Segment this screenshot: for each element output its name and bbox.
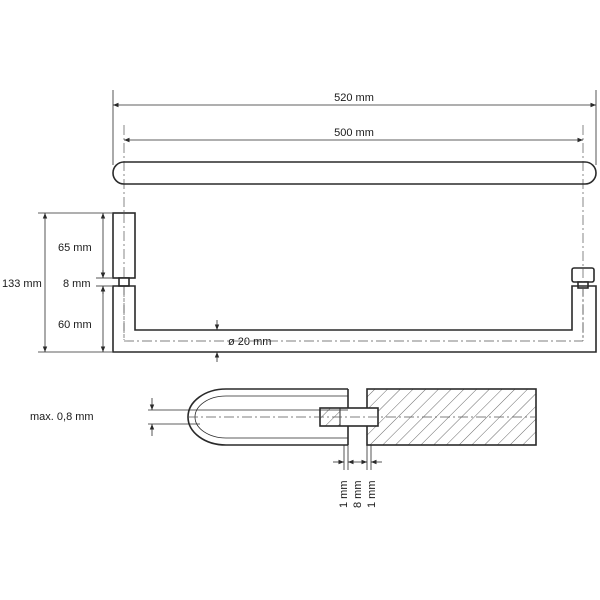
center-distance-label: 500 mm (334, 127, 374, 139)
rail-bar-top-view (112, 161, 597, 185)
tolerance-label: max. 0,8 mm (30, 411, 94, 423)
side-view: 133 mm 65 mm 8 mm 60 mm ø 20 mm (2, 212, 597, 362)
detail-label-a: 1 mm (338, 481, 350, 509)
detail-label-c: 1 mm (366, 481, 378, 509)
total-height-label: 133 mm (2, 278, 42, 290)
upper-post-label: 65 mm (58, 242, 92, 254)
detail-view: max. 0,8 mm 1 mm 8 mm 1 mm (30, 388, 537, 509)
u-shaped-rail (112, 285, 597, 353)
top-view: 520 mm 500 mm (112, 90, 597, 340)
overall-length-label: 520 mm (334, 92, 374, 104)
lower-leg-label: 60 mm (58, 319, 92, 331)
detail-label-b: 8 mm (352, 481, 364, 509)
left-connector-stud (118, 277, 130, 287)
gap-label: 8 mm (63, 278, 91, 290)
diameter-label: ø 20 mm (228, 336, 271, 348)
